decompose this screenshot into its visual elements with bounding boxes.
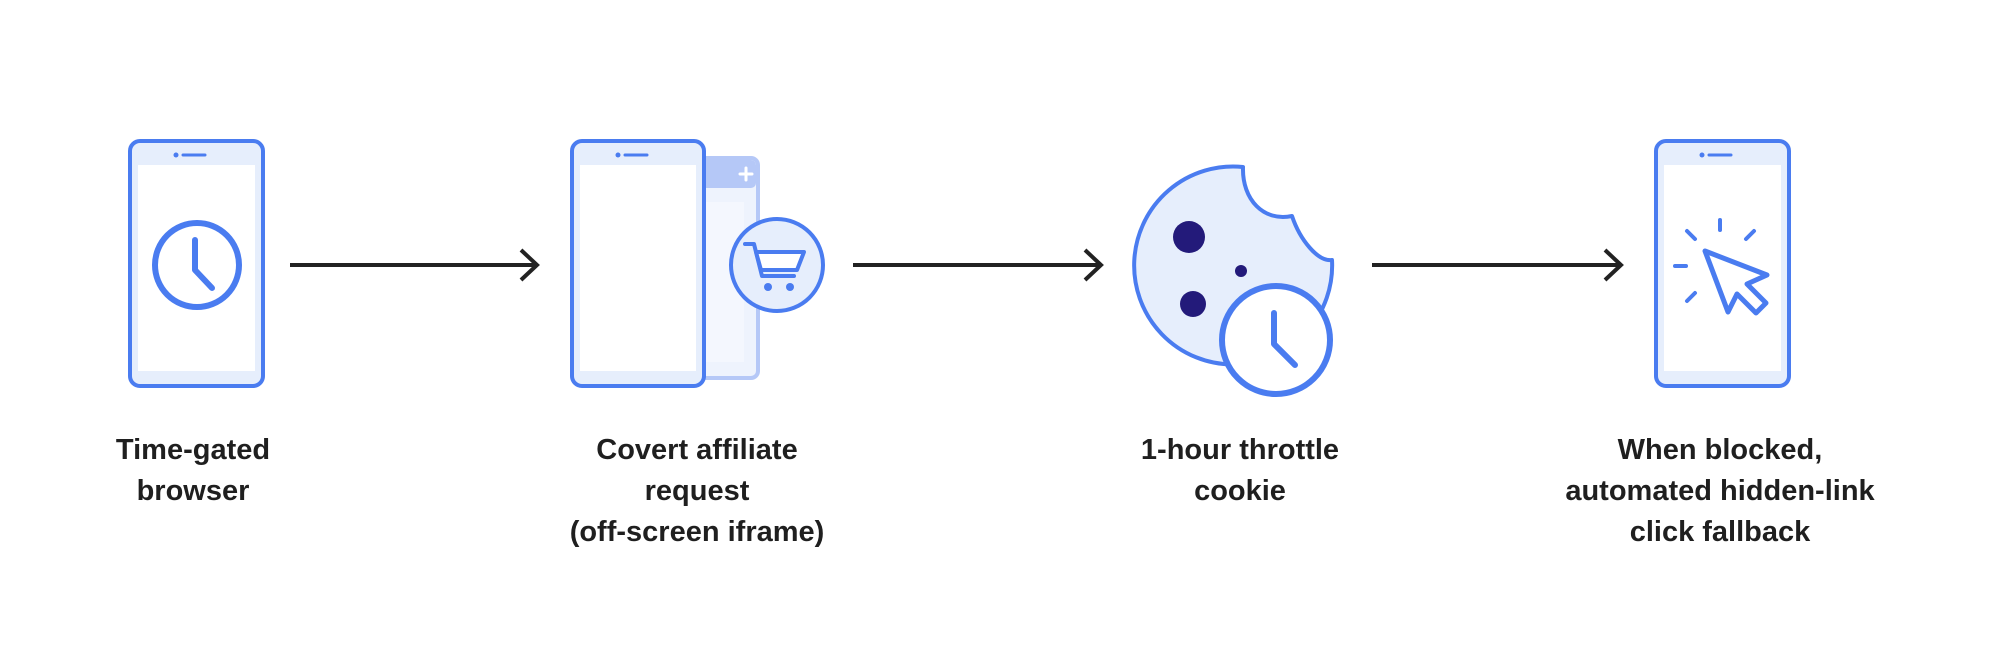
clock-icon bbox=[1219, 283, 1333, 397]
step-label-covert-affiliate-request: Covert affiliate request (off-screen ifr… bbox=[487, 430, 907, 553]
label-line: (off-screen iframe) bbox=[569, 516, 825, 548]
label-line: Time-gated bbox=[115, 434, 271, 466]
step-label-throttle-cookie: 1-hour throttle cookie bbox=[1030, 430, 1450, 512]
step-label-hidden-link-fallback: When blocked, automated hidden-link clic… bbox=[1510, 430, 1930, 553]
label-line: cookie bbox=[1194, 475, 1286, 507]
label-line: When blocked, bbox=[1617, 434, 1823, 466]
arrow-2 bbox=[853, 248, 1104, 282]
label-line: Covert affiliate bbox=[596, 434, 798, 466]
clock-icon bbox=[152, 220, 242, 310]
arrow-1 bbox=[290, 248, 540, 282]
label-line: request bbox=[644, 475, 750, 507]
phone-cart-icon bbox=[570, 139, 825, 388]
diagram-graphics bbox=[128, 139, 1791, 397]
cart-icon bbox=[729, 217, 825, 313]
phone-clock-icon bbox=[128, 139, 265, 388]
step-label-time-gated-browser: Time-gated browser bbox=[0, 430, 403, 512]
label-line: 1-hour throttle bbox=[1140, 434, 1340, 466]
click-burst-icon bbox=[1673, 218, 1756, 303]
cursor-arrow-icon bbox=[1702, 248, 1770, 316]
cookie-clock-icon bbox=[1132, 164, 1335, 397]
label-line: browser bbox=[136, 475, 250, 507]
phone-cursor-click-icon bbox=[1654, 139, 1791, 388]
label-line: click fallback bbox=[1629, 516, 1811, 548]
label-line: automated hidden-link bbox=[1565, 475, 1875, 507]
arrow-3 bbox=[1372, 248, 1624, 282]
